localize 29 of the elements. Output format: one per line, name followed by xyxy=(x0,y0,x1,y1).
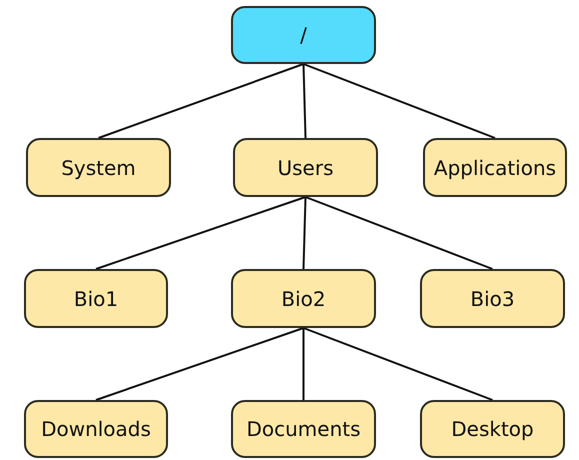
connector-line xyxy=(302,328,304,400)
connector-line xyxy=(96,327,304,401)
folder-name: Desktop xyxy=(451,417,534,441)
folder-name: Bio1 xyxy=(74,286,118,310)
folder-box xyxy=(231,400,376,458)
folder-box xyxy=(24,400,168,458)
connector-line xyxy=(98,63,304,139)
connector-line xyxy=(96,196,306,270)
folder-box xyxy=(423,138,567,197)
folder-name: Bio2 xyxy=(281,286,326,310)
connector-line xyxy=(303,327,493,401)
folder-name: Downloads xyxy=(41,417,151,441)
folder-name: Users xyxy=(277,156,334,180)
folder-box xyxy=(420,400,565,458)
folder-name: Applications xyxy=(434,156,556,180)
folder-name: Documents xyxy=(246,417,361,441)
folder-name: System xyxy=(61,156,136,180)
folder-box xyxy=(231,6,376,64)
folder-name: Bio3 xyxy=(470,286,515,310)
folder-box xyxy=(420,269,565,328)
connector-line xyxy=(302,196,306,270)
connector-line xyxy=(305,196,493,270)
folder-name: / xyxy=(300,23,307,47)
folder-box xyxy=(231,269,376,328)
folder-box xyxy=(24,269,168,328)
folder-box xyxy=(26,138,171,197)
connector-line xyxy=(303,63,496,139)
connector-line xyxy=(302,64,306,138)
folder-box xyxy=(233,138,378,197)
